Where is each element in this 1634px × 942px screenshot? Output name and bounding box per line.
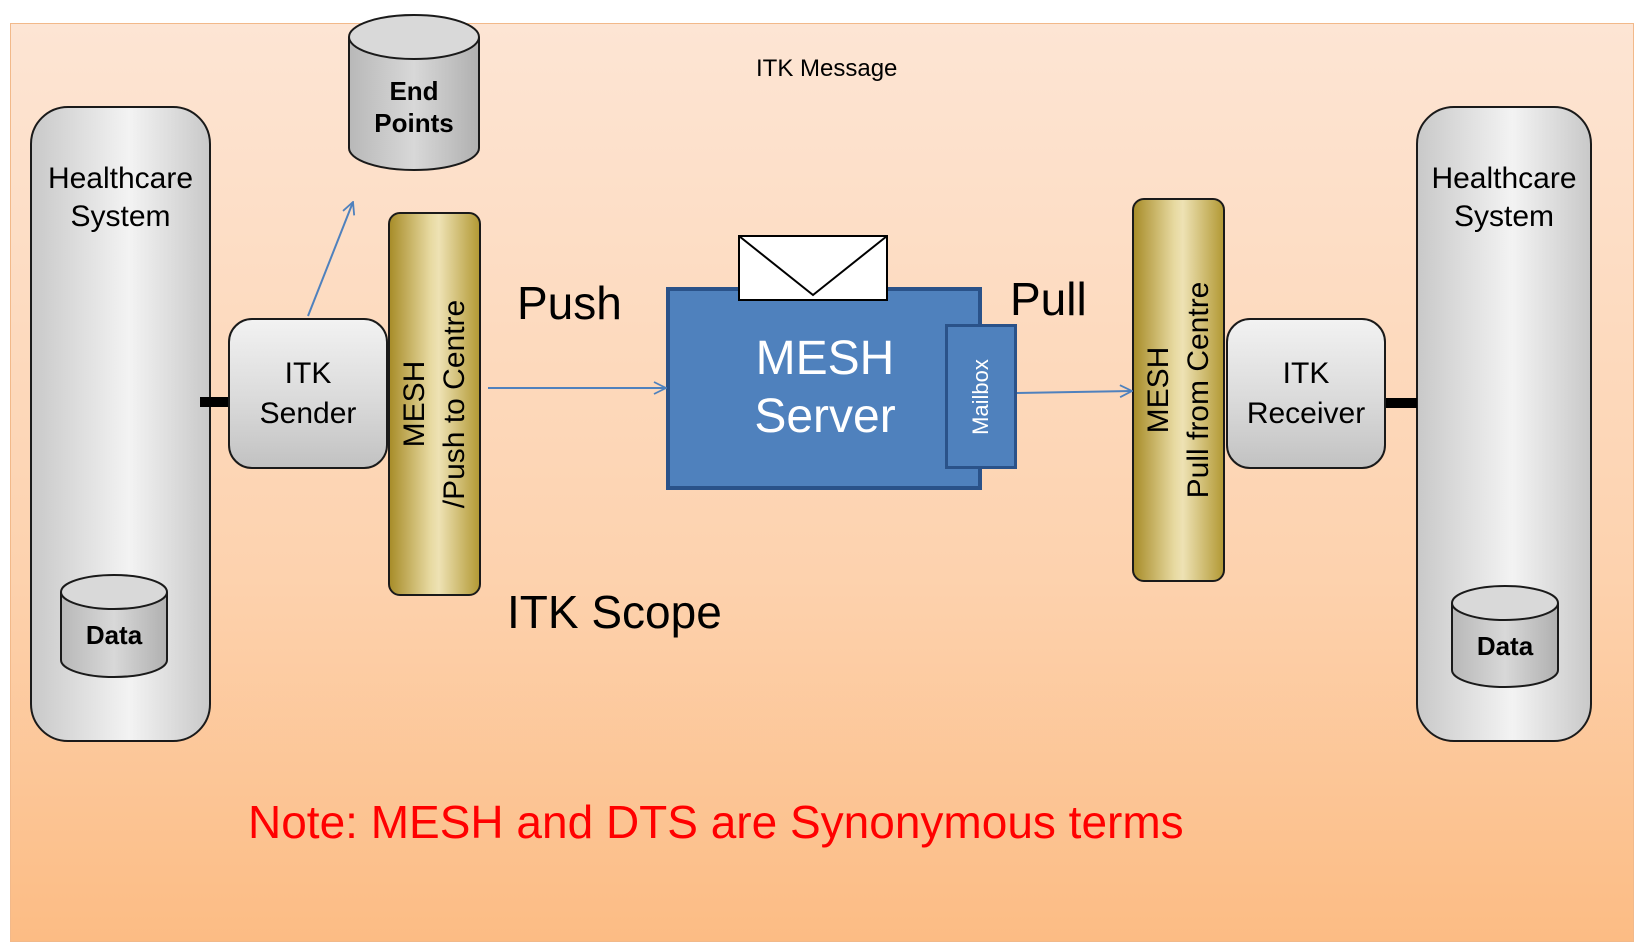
mesh-server-label: MESH Server: [754, 332, 896, 443]
end-points-line1: End: [389, 76, 438, 106]
right-data-database-icon: Data: [1451, 585, 1559, 688]
left-data-label: Data: [86, 620, 143, 650]
push-label: Push: [517, 277, 622, 329]
left-connector: [200, 397, 234, 407]
end-points-database-icon: End Points: [348, 14, 480, 171]
right-connector: [1385, 398, 1417, 408]
synonym-note: Note: MESH and DTS are Synonymous terms: [248, 796, 1184, 848]
mesh-push-bar: MESH /Push to Centre: [388, 212, 481, 596]
end-points-line2: Points: [374, 108, 453, 138]
itk-message-caption: ITK Message: [756, 55, 898, 82]
itk-sender-box: ITK Sender: [228, 318, 388, 469]
mailbox-box: Mailbox: [945, 324, 1017, 469]
pull-label: Pull: [1010, 273, 1087, 325]
right-healthcare-system-label: Healthcare System: [1431, 162, 1577, 233]
sender-to-endpoints-arrow: [307, 202, 353, 317]
right-data-label: Data: [1477, 631, 1534, 661]
envelope-icon: [738, 235, 888, 301]
pull-arrow: [1016, 391, 1132, 393]
left-healthcare-system-label: Healthcare System: [47, 162, 194, 233]
mesh-pull-bar: MESH Pull from Centre: [1132, 198, 1225, 582]
itk-receiver-box: ITK Receiver: [1226, 318, 1386, 469]
itk-scope-label: ITK Scope: [507, 586, 722, 638]
left-data-database-icon: Data: [60, 574, 168, 678]
